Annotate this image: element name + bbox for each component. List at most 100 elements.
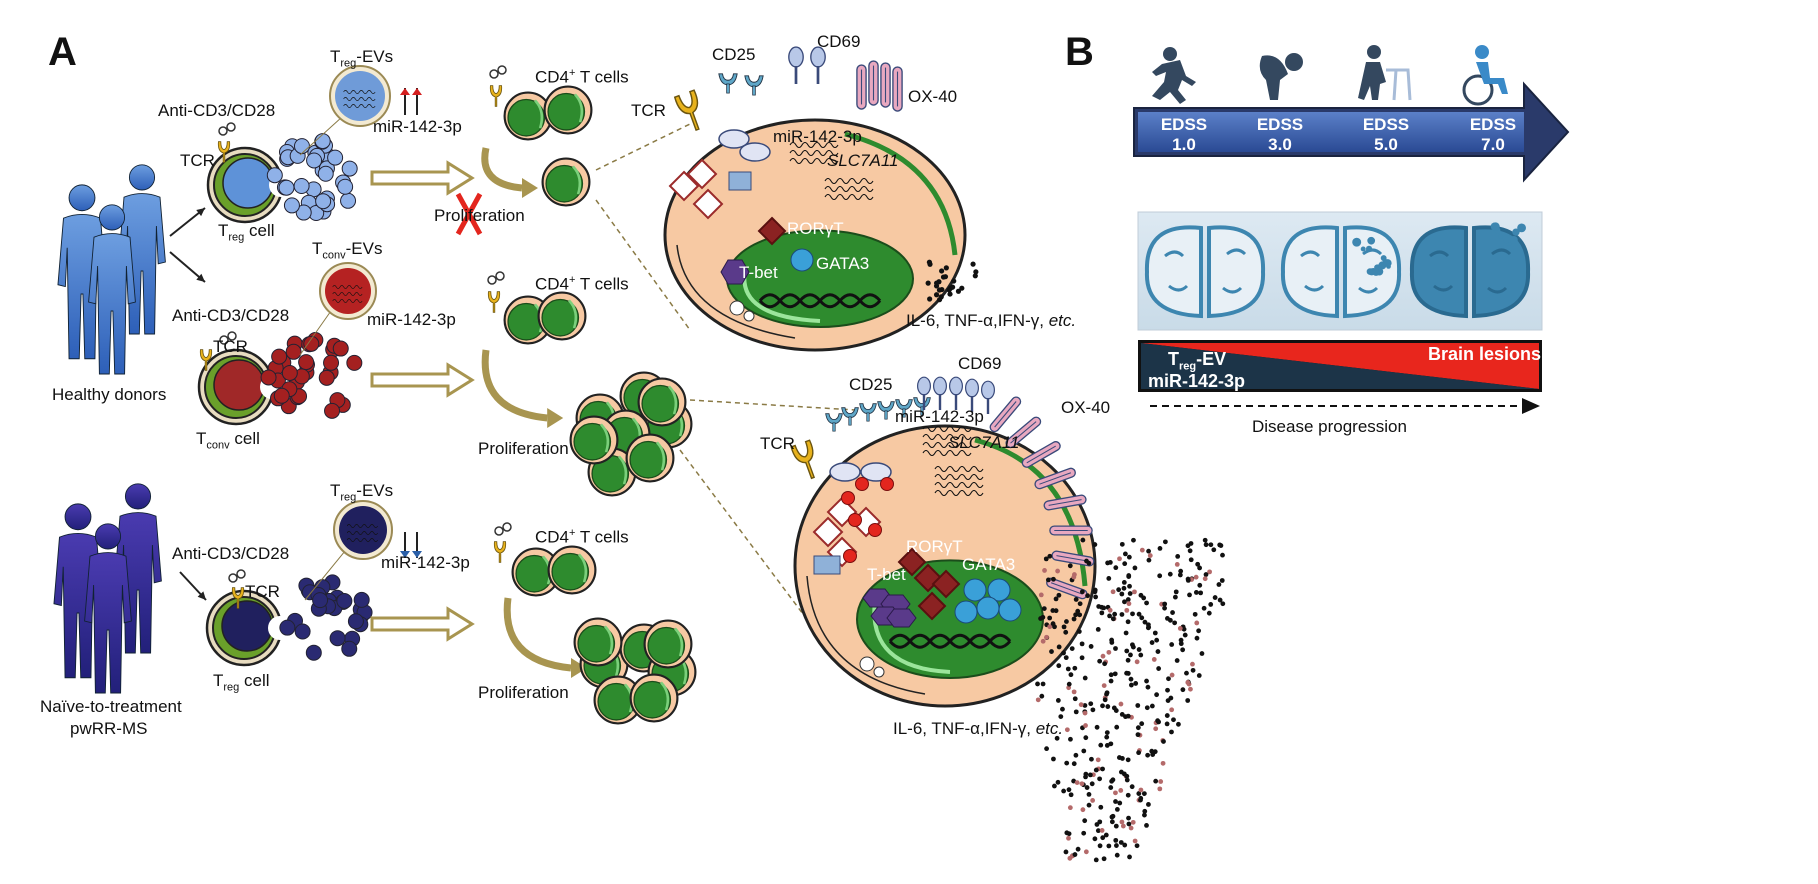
tbet-icon (886, 608, 917, 628)
blocked-x-icon (455, 192, 483, 236)
cytokine-dot (1110, 813, 1116, 819)
gata3-icon (998, 598, 1022, 622)
antibody-icon (219, 335, 229, 345)
tbet-icon (720, 259, 750, 285)
cytokine-dot (1196, 628, 1202, 634)
cytokine-dot (1051, 756, 1056, 762)
cytokine-dot (1145, 684, 1151, 690)
cytokine-dot (1104, 690, 1110, 696)
cytokine-dot (1220, 552, 1225, 558)
cytokine-dot (1100, 653, 1106, 659)
cytokine-dot (1064, 830, 1070, 836)
cytokine-dot (1106, 843, 1112, 849)
proliferation-label-bottom: Proliferation (478, 683, 569, 702)
lesion-dot (1360, 246, 1366, 252)
cytokine-dot (1132, 565, 1138, 571)
cytokine-dot (1082, 703, 1088, 708)
cytokine-dot (1118, 840, 1124, 845)
cytokine-dot (1117, 556, 1122, 562)
cytokine-dot (1113, 565, 1119, 571)
ox40-label-1: OX-40 (908, 87, 958, 106)
proliferation-curve-mid (481, 349, 548, 422)
cytokine-dot (1119, 819, 1125, 825)
cytokine-dot (1131, 537, 1136, 543)
antibody-icon (502, 522, 512, 532)
cytokine-dot (1082, 818, 1088, 824)
cytokine-dot (1190, 661, 1195, 667)
tconv-source-cell (197, 348, 284, 426)
ev-particle (347, 613, 364, 630)
cytokine-dot (1160, 760, 1166, 766)
cytokine-dot (973, 269, 979, 275)
treg-ev-cloud (266, 133, 358, 222)
cytokine-dot (1173, 589, 1179, 595)
cytokine-dot (1107, 607, 1113, 613)
cytokine-dot (1187, 592, 1192, 598)
cytokine-dot (1122, 842, 1128, 848)
cytokine-dot (1108, 672, 1114, 678)
proliferation-curve-bottom (503, 597, 572, 672)
walker-frame-icon (1386, 68, 1412, 101)
cytokine-dot (1077, 601, 1083, 607)
rorgt-icon (757, 216, 787, 246)
treg-ev-bubble-pointer (299, 116, 343, 156)
cytokine-dot (1056, 663, 1062, 669)
cytokine-dot (955, 288, 962, 294)
cytokine-dot (1040, 681, 1046, 687)
cytokine-dot (1123, 630, 1129, 636)
brain-early-lesion-icon-left (1280, 225, 1339, 319)
disease-progression-arrowhead (1522, 398, 1540, 414)
rorgt-icon (931, 569, 961, 599)
cytokine-dot (1166, 676, 1171, 682)
antibody-icon (218, 126, 228, 136)
proliferating-tcell-bottom (643, 619, 693, 669)
cd25-receptor-icon (859, 403, 877, 422)
phospho-icon (848, 513, 862, 527)
cd25-label-2: CD25 (849, 375, 893, 394)
cytokine-dot (1197, 582, 1203, 588)
s6-icon (728, 171, 752, 191)
cytokine-dot (1061, 624, 1067, 630)
cytokine-dot (1089, 756, 1094, 762)
antibody-icon (489, 69, 499, 79)
cytokine-dot (1158, 779, 1164, 784)
cytokine-dot (1079, 655, 1085, 661)
cytokine-dot (1049, 649, 1054, 654)
brain-healthy-icon-folds (1164, 248, 1247, 294)
cd69-label-1: CD69 (817, 32, 861, 51)
cytokine-dot (1086, 560, 1092, 566)
cytokine-dot (1088, 644, 1094, 649)
treg-cell-label-bottom: Treg cell (213, 671, 270, 694)
ev-particle (273, 387, 290, 404)
cytokine-dot (927, 296, 933, 302)
antibody-icon (494, 526, 504, 536)
cytokine-dot (1208, 542, 1214, 548)
cytokine-dot (1128, 652, 1133, 658)
cytokine-dot (1061, 788, 1067, 794)
ev-particle (260, 369, 277, 386)
cytokine-dot (1035, 697, 1041, 703)
cytokine-dot (1138, 797, 1143, 803)
ox40-receptor-icon (856, 64, 867, 110)
phospho-icon (841, 491, 855, 505)
cytokine-dot (1124, 648, 1130, 654)
antibody-icon (228, 573, 238, 583)
erk-icon (692, 188, 724, 220)
cytokine-dot (1103, 832, 1109, 838)
cytokine-dot (1169, 729, 1174, 735)
tconv-ev-bubble-pointer (299, 310, 332, 356)
rorgt-icon (897, 547, 927, 577)
activated-cell-detail-1-inner-ring (844, 131, 958, 256)
cytokine-dot (1055, 568, 1061, 574)
cytokine-dot (1182, 632, 1188, 638)
cytokine-dot (1177, 626, 1183, 631)
cytokine-dot (925, 280, 931, 286)
cytokine-dot (1202, 537, 1208, 543)
tcr-label-cell2: TCR (760, 434, 795, 453)
ev-particle (266, 167, 283, 184)
cytokine-dot (1111, 705, 1117, 711)
cytokine-dot (1097, 658, 1103, 664)
tconv-evs-label: Tconv-EVs (312, 239, 383, 262)
cytokine-dot (1083, 774, 1088, 780)
rorgt-label-cell2: RORγT (906, 537, 963, 556)
